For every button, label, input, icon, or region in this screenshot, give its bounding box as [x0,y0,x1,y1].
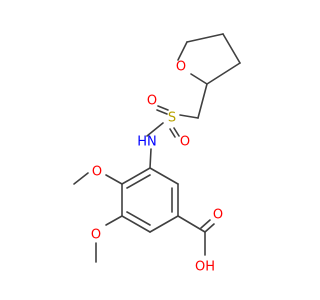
atom-o-carbonyl: O [213,208,223,223]
bond [204,223,215,233]
bond [149,167,179,185]
bond [149,148,152,169]
atom-labels: O S O O HN O O O OH [91,60,223,275]
bond [146,122,164,137]
atom-s: S [168,111,176,126]
bond [73,172,89,185]
bond [169,128,176,138]
atom-o-methoxy-bottom: O [91,228,101,243]
atom-o-methoxy-top: O [92,165,102,180]
bond [173,127,180,137]
bond [156,109,168,115]
bond [206,62,241,85]
bond [149,215,179,233]
bond [222,33,241,64]
bond [105,174,123,185]
bond [179,114,199,119]
bond [186,33,224,43]
bond [105,215,123,226]
bond [121,167,151,185]
bond [197,83,208,119]
bond [126,174,151,189]
molecule-drawing: O S O O HN O O O OH [73,33,241,275]
bond [177,215,206,233]
bond [190,73,208,85]
bond [121,215,151,233]
atom-o-ring: O [176,60,186,75]
atom-o-sulfonyl-right: O [180,135,190,150]
atom-oh: OH [195,260,215,275]
atom-nh: HN [137,135,157,150]
bond [126,211,151,226]
structure-canvas: O S O O HN O O O OH [73,33,241,275]
bond-lines [73,33,241,263]
bond [200,219,211,229]
bond [157,105,169,111]
atom-o-sulfonyl-left: O [147,94,157,109]
bond [177,41,188,61]
